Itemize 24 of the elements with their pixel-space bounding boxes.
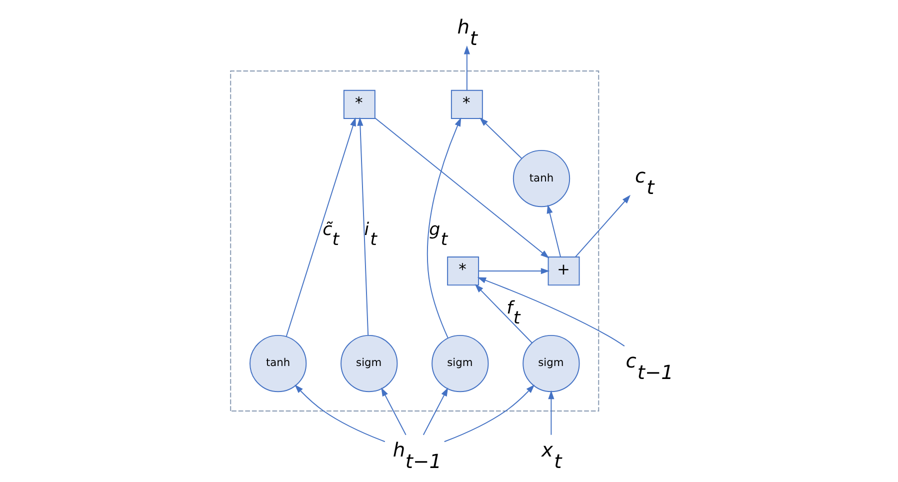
- arrow: [443, 384, 534, 442]
- node-circle: sigm: [340, 334, 398, 392]
- node-box: *: [342, 90, 375, 119]
- arrow: [476, 277, 624, 347]
- arrow: [380, 388, 406, 436]
- arrow: [574, 194, 630, 258]
- cluster: [230, 70, 599, 412]
- arrow: [426, 118, 461, 339]
- arrow: [479, 118, 522, 159]
- arrow: [548, 390, 554, 436]
- arrow: [374, 118, 549, 258]
- node-box: +: [547, 256, 580, 286]
- arrow: [285, 117, 356, 337]
- arrow: [294, 384, 385, 442]
- arrow: [474, 284, 532, 344]
- node-box: *: [446, 256, 479, 286]
- arrow: [546, 204, 560, 258]
- arrow: [463, 46, 470, 91]
- arrow: [422, 388, 448, 436]
- node-circle: tanh: [512, 150, 570, 208]
- node-box: *: [450, 90, 482, 119]
- node-circle: sigm: [431, 334, 488, 392]
- arrow: [478, 268, 550, 274]
- arrow: [356, 117, 368, 336]
